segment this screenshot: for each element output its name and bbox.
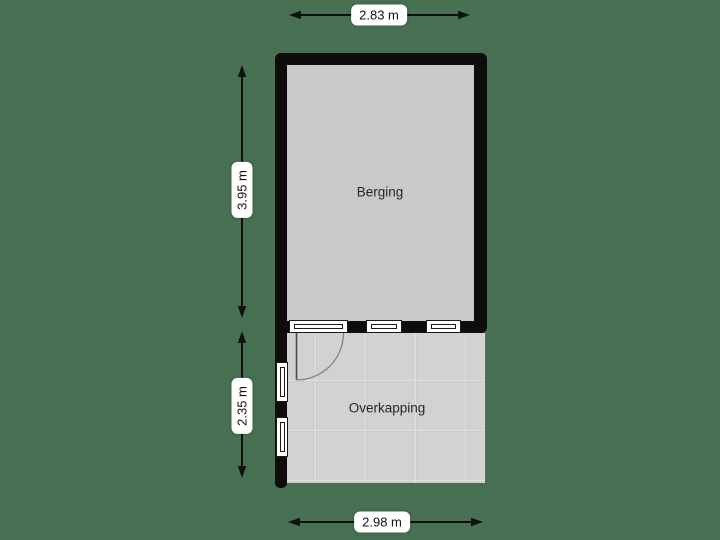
dimension-label-top: 2.83 m [351, 4, 407, 26]
room-label-berging: Berging [356, 184, 404, 200]
door-opening-symbol [289, 320, 348, 333]
window-glass-line [279, 367, 285, 397]
window-symbol [426, 320, 461, 333]
dimension-label-left-upper: 3.95 m [231, 162, 253, 218]
window-glass-line [431, 324, 456, 329]
overkapping-left-wall [275, 320, 287, 488]
dimension-label-left-lower: 2.35 m [231, 378, 253, 434]
window-glass-line [279, 422, 285, 452]
window-glass-line [371, 324, 397, 329]
berging-floor [287, 65, 474, 321]
window-symbol [276, 417, 288, 457]
window-symbol [276, 362, 288, 402]
room-label-overkapping: Overkapping [348, 400, 426, 416]
dimension-label-bottom: 2.98 m [354, 511, 410, 533]
window-symbol [366, 320, 402, 333]
door-glass-line [294, 324, 343, 329]
